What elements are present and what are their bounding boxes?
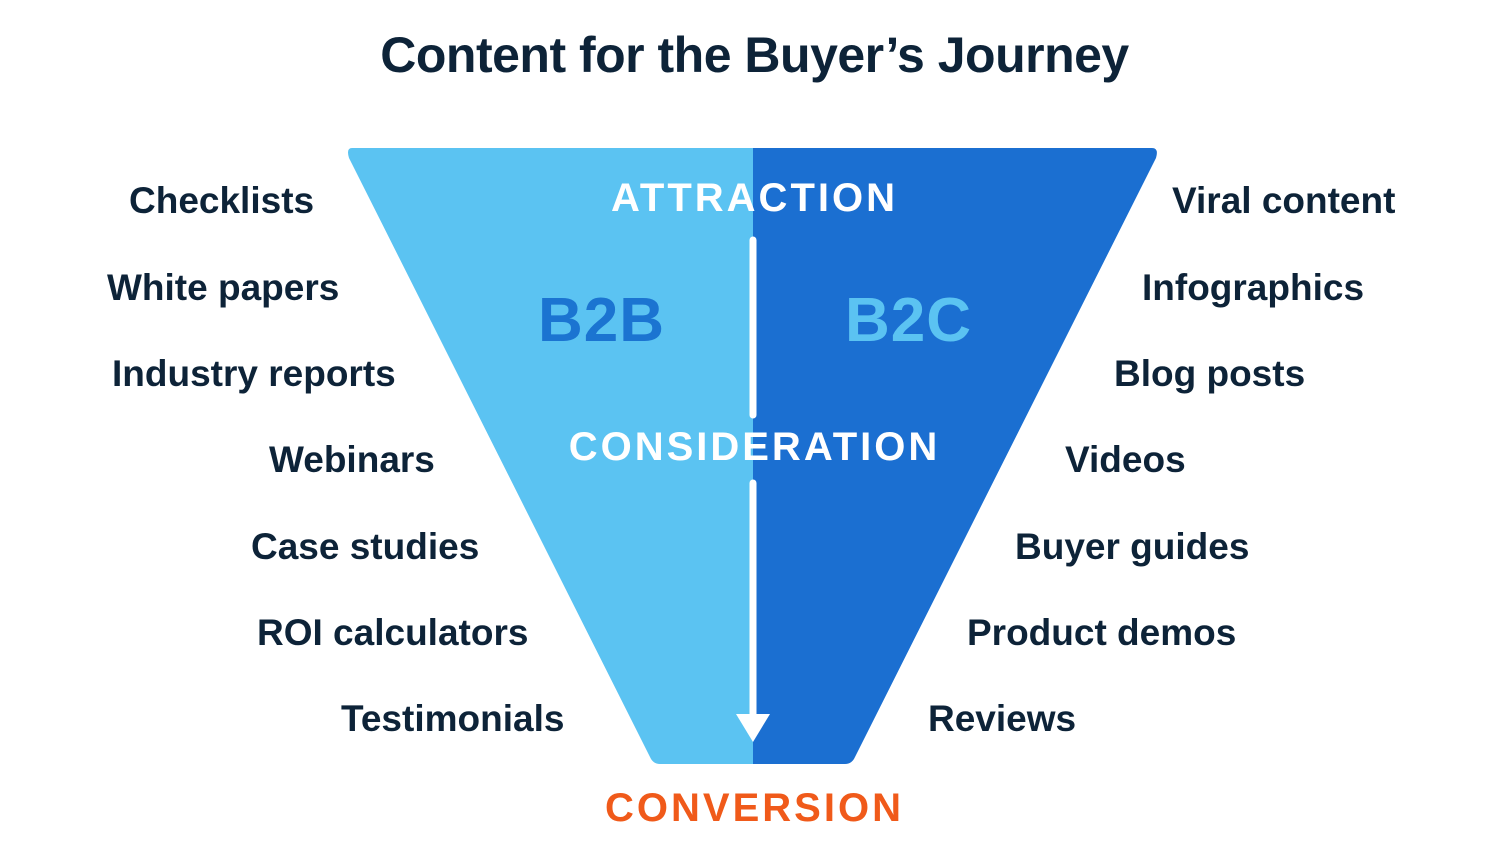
stage-attraction: ATTRACTION [611,176,898,220]
funnel-left-half [348,148,753,764]
b2c-item: Infographics [1142,267,1365,308]
segment-b2b-label: B2B [538,286,666,355]
b2c-item: Videos [1065,439,1186,480]
b2b-item: Checklists [129,180,315,221]
b2c-item: Product demos [967,612,1237,653]
stage-conversion: CONVERSION [605,786,904,830]
b2c-item: Blog posts [1114,353,1306,394]
segment-b2c-label: B2C [845,286,973,355]
b2c-item: Buyer guides [1015,526,1250,567]
stage-consideration: CONSIDERATION [568,425,941,469]
b2b-item: ROI calculators [257,612,529,653]
b2b-item: Testimonials [341,698,565,739]
diagram-title: Content for the Buyer’s Journey [380,27,1129,83]
funnel-right-half [753,148,1157,764]
b2c-item: Viral content [1172,180,1396,221]
arrow-head [736,714,770,742]
b2b-item: White papers [107,267,340,308]
b2b-item: Industry reports [112,353,396,394]
b2c-item: Reviews [928,698,1077,739]
b2b-item: Case studies [251,526,480,567]
b2b-item: Webinars [269,439,435,480]
